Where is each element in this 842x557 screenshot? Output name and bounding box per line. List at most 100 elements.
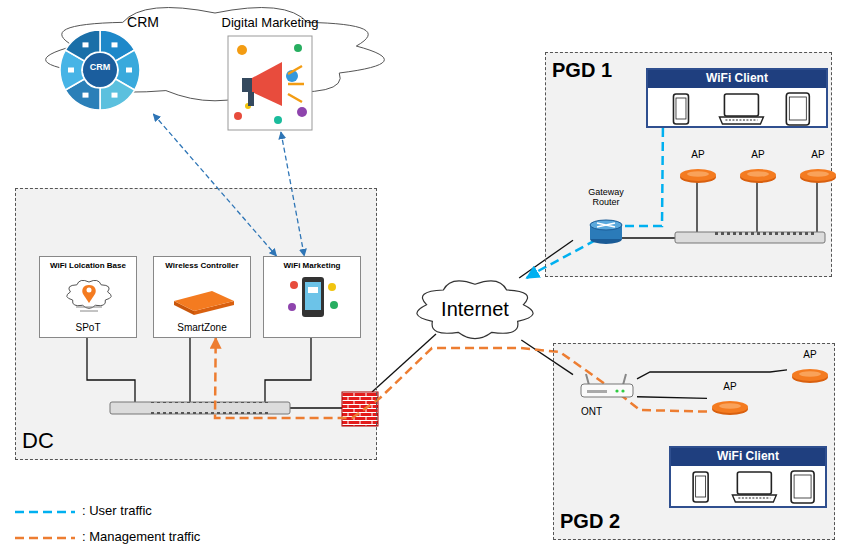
- drawing-part: [680, 169, 716, 181]
- drawing-part: [248, 92, 254, 106]
- drawing-part: [800, 169, 836, 181]
- wheel-segment: [100, 79, 135, 110]
- wheel-glyph: [83, 42, 89, 47]
- site-group: WiFi ClientGateway RouterAPAPAPPGD 1: [545, 52, 832, 277]
- drawing-part: [590, 225, 622, 239]
- drawing-part: [586, 374, 626, 385]
- server-box: WiFi Marketing: [263, 256, 361, 338]
- wheel-glyph: [112, 93, 118, 98]
- switch-symbol: [675, 232, 825, 243]
- drawing-part: [297, 107, 307, 117]
- drawing-part: [228, 36, 312, 130]
- drawing-part: [288, 277, 338, 317]
- drawing-part: [67, 280, 112, 308]
- drawing-part: [740, 171, 776, 183]
- drawing-part: [712, 403, 748, 415]
- drawing-part: [799, 371, 821, 377]
- drawing-part: [673, 93, 809, 125]
- drawing-part: [87, 288, 92, 293]
- drawing-part: [740, 169, 776, 181]
- connector: [637, 397, 707, 399]
- drawing-part: [800, 169, 836, 183]
- drawing-part: [330, 301, 338, 309]
- cloud-service: Digital Marketing: [218, 16, 322, 132]
- drawing-part: [680, 171, 716, 183]
- legend-text: : Management traffic: [82, 530, 200, 545]
- drawing-part: [288, 66, 304, 102]
- drawing-part: [417, 281, 533, 339]
- connector: [521, 340, 573, 375]
- drawing-part: [738, 498, 770, 499]
- drawing-part: [737, 472, 771, 494]
- node-title: PGD 2: [554, 510, 620, 539]
- drawing-part: [696, 476, 706, 497]
- drawing-part: [228, 36, 312, 130]
- node-title: PGD 1: [546, 53, 618, 88]
- wire: [189, 337, 190, 402]
- drawing-part: [590, 220, 622, 230]
- connector: [281, 132, 304, 256]
- drawing-part: [590, 220, 622, 244]
- drawing-part: [286, 70, 298, 82]
- node-subtitle: SPoT: [75, 322, 100, 338]
- drawing-part: [740, 169, 776, 183]
- drawing-part: [242, 78, 252, 92]
- connector: [637, 370, 787, 379]
- drawing-part: [687, 171, 709, 177]
- icon-label: CRM: [85, 62, 115, 72]
- drawing-part: [174, 291, 234, 315]
- drawing-part: [290, 281, 298, 289]
- drawing-part: [732, 495, 776, 502]
- drawing-part: [174, 301, 194, 315]
- wire: [621, 237, 675, 238]
- node-title: AP: [811, 149, 824, 161]
- drawing-part: [693, 472, 708, 502]
- drawing-part: [590, 234, 622, 244]
- drawing-part: [288, 303, 296, 311]
- wire: [290, 407, 342, 408]
- wires: [87, 181, 817, 408]
- site-group: APONTAPWiFi ClientPGD 2: [553, 343, 835, 540]
- drawing-part: [673, 94, 688, 124]
- drawing-part: [719, 403, 741, 409]
- node-title: Digital Marketing: [222, 16, 319, 31]
- drawing-part: [615, 389, 618, 392]
- drawing-part: [237, 45, 247, 55]
- node-title: WiFi Client: [648, 70, 826, 88]
- drawing-part: [792, 371, 828, 383]
- node-title: DC: [16, 428, 54, 459]
- access-point: AP: [796, 149, 840, 185]
- drawing-part: [712, 401, 748, 415]
- wheel-glyph: [126, 68, 132, 73]
- cloud-outline: [46, 8, 385, 101]
- drawing-part: [800, 171, 836, 183]
- drawing-part: [719, 117, 763, 124]
- drawing-part: [792, 369, 828, 381]
- cloud-outline: [46, 8, 385, 101]
- wheel-segment: [60, 50, 84, 90]
- cloud-service-icon: [218, 16, 322, 132]
- server-box: Wireless ControllerSmartZone: [153, 256, 251, 338]
- connector: [153, 114, 276, 256]
- node-title: WiFi Client: [671, 448, 825, 466]
- node-title: AP: [691, 149, 704, 161]
- node-title: WiFi Lolcation Base: [48, 257, 128, 270]
- node-title: CRM: [127, 14, 165, 30]
- drawing-part: [747, 171, 769, 177]
- firewall-symbol: [342, 392, 378, 426]
- drawing-part: [794, 475, 811, 498]
- label-holder: CRM: [85, 62, 115, 72]
- drawing-part: [60, 30, 140, 110]
- drawing-part: [680, 169, 716, 183]
- drawing-part: [587, 390, 607, 393]
- site-ground: [553, 343, 835, 540]
- drawing-part: [76, 307, 102, 311]
- connector: [527, 128, 663, 278]
- drawing-part: [302, 277, 324, 317]
- client-box: WiFi Client: [669, 446, 827, 508]
- switch-symbol: [110, 402, 290, 414]
- node-title: Gateway Router: [579, 187, 633, 208]
- wheel-segment: [116, 50, 140, 90]
